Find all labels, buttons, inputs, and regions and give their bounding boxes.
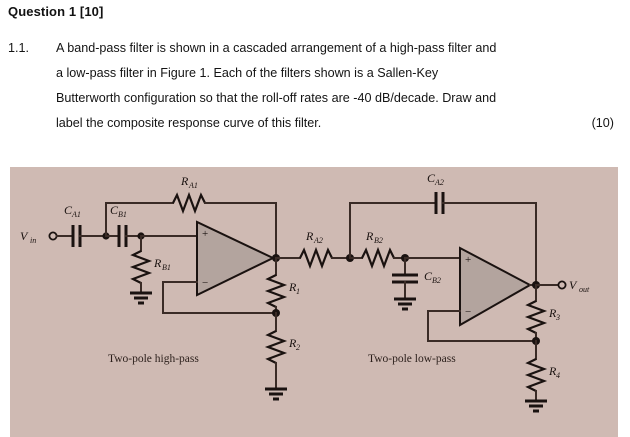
component-RA2-symbol xyxy=(299,246,333,270)
component-R3-label-sub: 3 xyxy=(555,313,560,322)
component-R3-symbol xyxy=(524,300,548,334)
component-R4-label-sub: 4 xyxy=(556,371,560,380)
page-title: Question 1 [10] xyxy=(8,4,104,19)
component-CB2-label: C xyxy=(424,269,433,283)
component-RB1-label: R xyxy=(153,256,162,270)
component-RA2-label: R xyxy=(305,229,314,243)
component-CA2-label: C xyxy=(427,171,436,185)
input-label: V xyxy=(20,229,29,243)
component-RA1-label-sub: A1 xyxy=(188,181,198,190)
component-R2-label: R xyxy=(288,336,297,350)
output-label: V xyxy=(569,278,578,292)
component-R4-symbol xyxy=(524,358,548,392)
component-CA1-label: C xyxy=(64,203,73,217)
question-number: 1.1. xyxy=(8,41,30,55)
question-paragraph: A band-pass filter is shown in a cascade… xyxy=(56,36,616,136)
component-RA2-label-sub: A2 xyxy=(313,236,323,245)
caption-low-pass: Two-pole low-pass xyxy=(368,353,456,365)
component-CB1-label-sub: B1 xyxy=(118,210,127,219)
output-terminal xyxy=(557,280,567,290)
ground-r4 xyxy=(525,399,547,413)
input-terminal xyxy=(48,231,58,241)
component-CA2-label-sub: A2 xyxy=(434,178,444,187)
component-R1-label-sub: 1 xyxy=(296,287,300,296)
question-line-3: Butterworth configuration so that the ro… xyxy=(56,91,497,105)
question-marks: (10) xyxy=(591,116,614,130)
component-CB2-label-sub: B2 xyxy=(432,276,441,285)
opamp-2-minus-sign: − xyxy=(465,306,471,318)
component-R3-label: R xyxy=(548,306,557,320)
component-RA1-symbol xyxy=(172,191,206,215)
question-line-1: A band-pass filter is shown in a cascade… xyxy=(56,41,497,55)
component-RB2-symbol xyxy=(361,246,395,270)
opamp-1-plus-sign: + xyxy=(202,228,208,240)
ground-rb1 xyxy=(130,291,152,305)
question-line-4: label the composite response curve of th… xyxy=(56,116,322,130)
component-RA1-label: R xyxy=(180,174,189,188)
ground-r2 xyxy=(265,387,287,401)
opamp-2 xyxy=(459,246,533,327)
component-R2-symbol xyxy=(264,330,288,364)
opamp-1 xyxy=(196,220,276,297)
output-label-sub: out xyxy=(579,285,590,294)
opamp-2-plus-sign: + xyxy=(465,254,471,266)
question-line-2: a low-pass filter in Figure 1. Each of t… xyxy=(56,66,439,80)
component-RB2-label: R xyxy=(365,229,374,243)
component-RB1-symbol xyxy=(129,250,153,284)
input-label-sub: in xyxy=(30,236,36,245)
component-R4-label: R xyxy=(548,364,557,378)
component-CB1-label: C xyxy=(110,203,119,217)
circuit-figure: V in C A1 R A1 C xyxy=(10,167,618,437)
opamp-1-minus-sign: − xyxy=(202,277,208,289)
component-RB1-label-sub: B1 xyxy=(162,263,171,272)
component-R2-label-sub: 2 xyxy=(296,343,300,352)
component-CA1-label-sub: A1 xyxy=(71,210,81,219)
caption-high-pass: Two-pole high-pass xyxy=(108,353,199,365)
question-body: 1.1. A band-pass filter is shown in a ca… xyxy=(8,36,616,136)
component-RB2-label-sub: B2 xyxy=(374,236,383,245)
component-R1-symbol xyxy=(264,274,288,308)
component-R1-label: R xyxy=(288,280,297,294)
ground-cb2 xyxy=(394,297,416,311)
